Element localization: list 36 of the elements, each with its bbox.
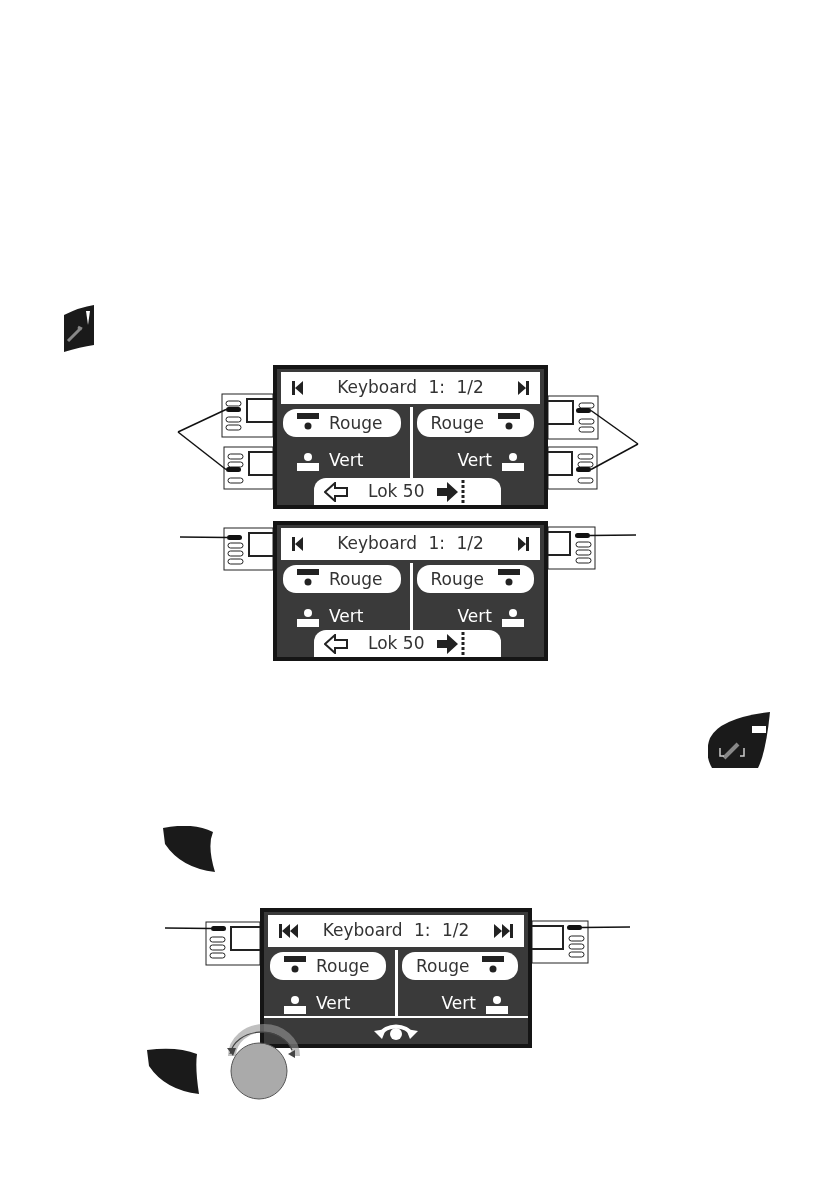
leader-line [589, 534, 637, 537]
display-screen [273, 521, 548, 661]
leader-line [179, 536, 228, 539]
display-screen [260, 908, 532, 1048]
signal-pill: Rouge [270, 952, 386, 980]
signal-pill: Rouge [402, 952, 518, 980]
signal-pill: Rouge [416, 409, 534, 437]
display-screen [273, 365, 548, 509]
header-text: Keyboard 1: 1/2 [337, 377, 484, 397]
indicator-lamp [576, 408, 591, 413]
leader-line [164, 927, 212, 930]
aspect-label: Vert [316, 992, 351, 1015]
aspect-label: Vert [329, 605, 364, 628]
header-text: Keyboard 1: 1/2 [322, 920, 470, 940]
indicator-lamp [567, 925, 582, 930]
aspect-label: Vert [457, 605, 492, 628]
signal-pill: Rouge [416, 565, 534, 593]
signal-pill: Rouge [283, 409, 401, 437]
indicator-lamp [575, 533, 590, 538]
indicator-lamp [211, 926, 226, 931]
indicator-lamp [226, 467, 241, 472]
indicator-lamp [227, 535, 242, 540]
leader-line [177, 431, 227, 471]
aspect-label: Vert [329, 449, 364, 472]
signal-pill: Rouge [283, 565, 401, 593]
loco-label: Lok 50 [368, 481, 425, 501]
leader-line [177, 408, 227, 433]
aspect-label: Vert [457, 449, 492, 472]
indicator-lamp [226, 407, 241, 412]
indicator-lamp [576, 467, 591, 472]
loco-label: Lok 50 [368, 633, 425, 653]
header-text: Keyboard 1: 1/2 [337, 533, 484, 553]
leader-line [581, 926, 631, 929]
leader-line [590, 443, 639, 471]
aspect-label: Vert [441, 992, 476, 1015]
leader-line [590, 409, 639, 445]
